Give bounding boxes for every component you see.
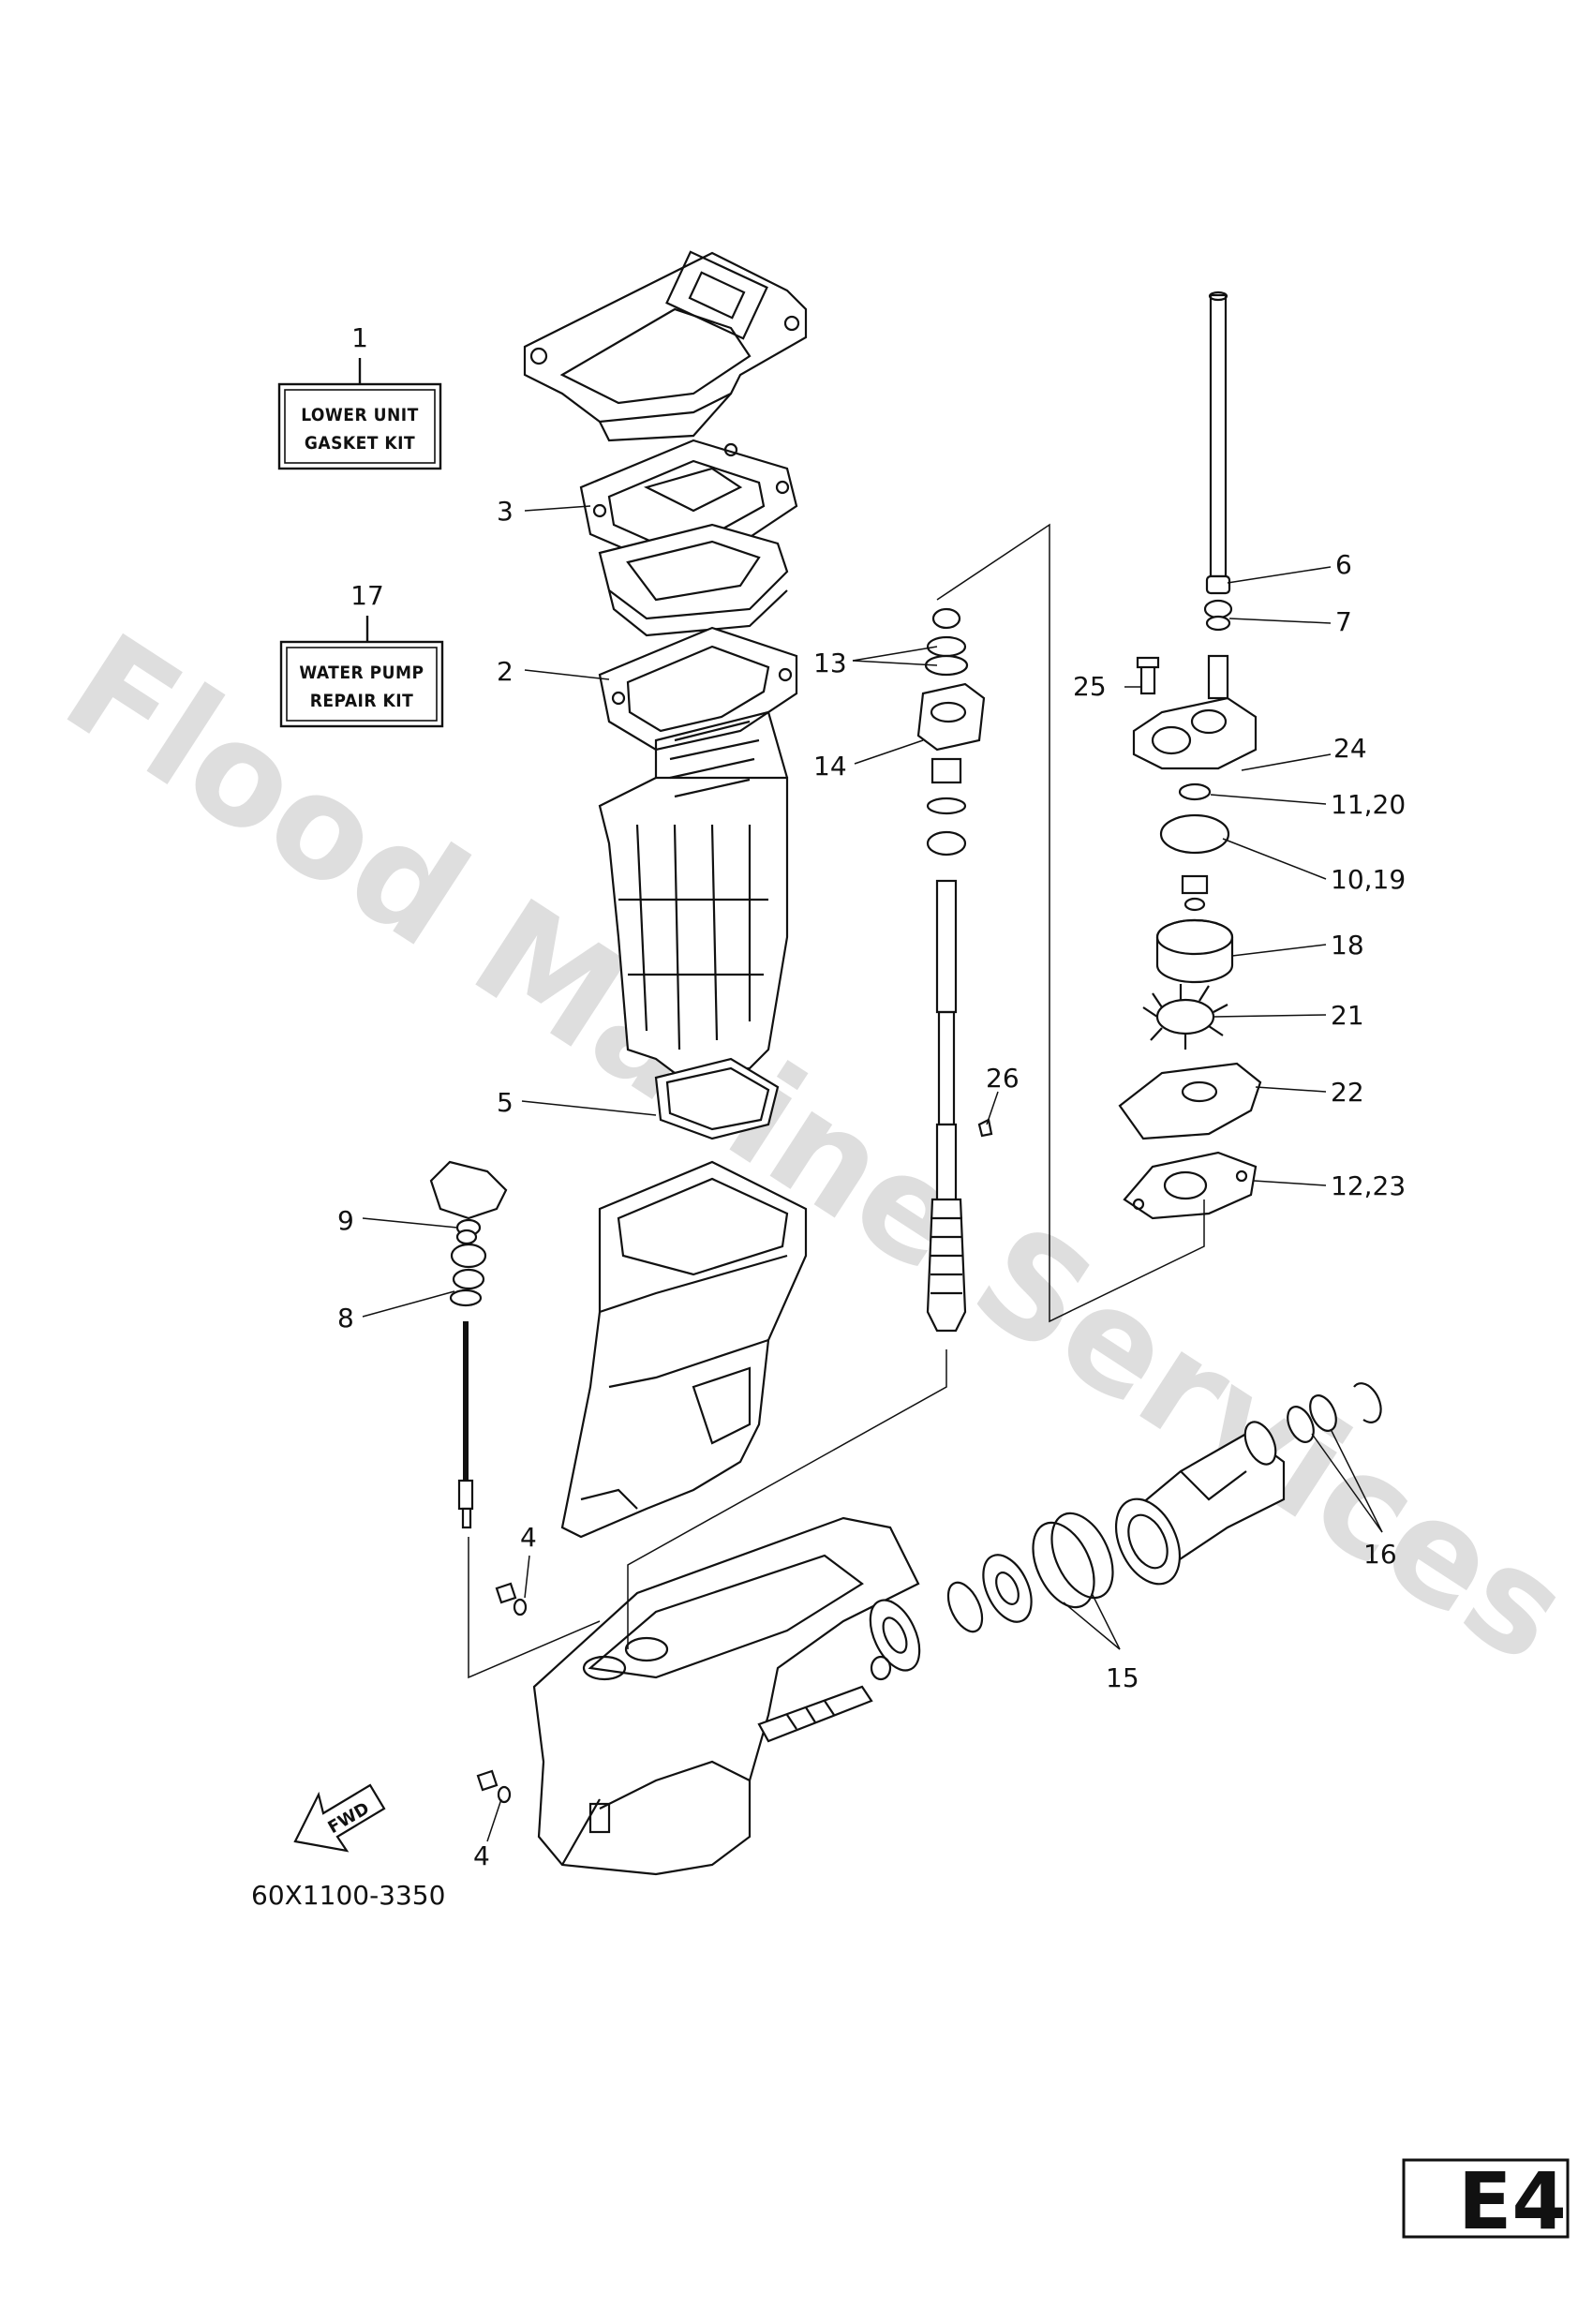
drive-shaft-housing-part	[560, 1160, 808, 1539]
shift-rod-seal-part	[450, 1243, 487, 1290]
kit-number: 1	[351, 322, 368, 353]
callout-14: 14	[813, 751, 847, 782]
forward-gear-part	[869, 1599, 921, 1681]
callout-2: 2	[497, 656, 514, 687]
callout-21: 21	[1331, 1000, 1364, 1031]
callout-4-bottom: 4	[473, 1840, 490, 1871]
callout-5: 5	[497, 1087, 514, 1118]
drive-shaft-part	[926, 879, 967, 1333]
o-ring-part-10-19	[1159, 813, 1230, 855]
callout-12-23: 12,23	[1331, 1170, 1406, 1201]
grommet-part-6	[1205, 574, 1231, 595]
assembly-lines	[468, 523, 1205, 1679]
grommet-part-9	[455, 1229, 478, 1245]
leader-lines	[362, 505, 1383, 1842]
outer-plate-part-22	[1118, 1062, 1262, 1140]
lower-casing-part	[532, 1516, 920, 1876]
callout-10-19: 10,19	[1331, 864, 1406, 895]
page-code-box: E4	[1402, 2155, 1570, 2247]
spacer-plate-part	[598, 523, 789, 637]
kit-box-water-pump-repair: 17 WATER PUMP REPAIR KIT	[279, 580, 444, 728]
callout-24: 24	[1333, 733, 1367, 764]
callout-16: 16	[1363, 1539, 1397, 1570]
pump-housing-part-24	[1132, 654, 1258, 770]
callout-8: 8	[337, 1303, 354, 1333]
bearing-housing-part-14	[916, 682, 986, 857]
kit-label-line2: REPAIR KIT	[310, 691, 414, 711]
o-ring-part-15	[1032, 1512, 1114, 1609]
callout-3: 3	[497, 496, 514, 527]
impeller-part-21	[1142, 984, 1228, 1050]
water-tube-part	[1208, 290, 1228, 578]
oil-seal-part-16	[1243, 1382, 1382, 1466]
gasket-part-2	[598, 626, 798, 752]
callout-9: 9	[337, 1205, 354, 1236]
callout-labels: 3 2 5 9 8 4 4 13 14 26 15 16 6 7 25 24 1…	[337, 496, 1406, 1871]
drain-screw-part-4b	[476, 1769, 512, 1804]
gasket-part-12-23	[1123, 1151, 1258, 1220]
bolt-part-25	[1136, 656, 1160, 695]
drain-screw-part-4a	[495, 1582, 528, 1616]
propeller-shaft-housing-part	[1114, 1432, 1286, 1586]
grommet-part-7	[1203, 599, 1233, 632]
callout-11-20: 11,20	[1331, 789, 1406, 820]
page-code: E4	[1458, 2155, 1567, 2247]
upper-casing-part	[598, 710, 789, 1075]
insert-cartridge-part-18	[1155, 874, 1234, 984]
clip-part-26	[977, 1118, 993, 1138]
callout-22: 22	[1331, 1077, 1364, 1108]
callout-18: 18	[1331, 930, 1364, 961]
diagram-code: 60X1100-3350	[251, 1880, 445, 1911]
kit-number: 17	[350, 580, 384, 611]
callout-25: 25	[1073, 671, 1107, 702]
gasket-part-3	[579, 439, 798, 564]
callout-15: 15	[1106, 1662, 1139, 1693]
callout-4-top: 4	[520, 1522, 537, 1553]
gasket-part-5	[654, 1057, 780, 1140]
forward-direction-arrow: FWD	[293, 1783, 386, 1853]
callout-6: 6	[1335, 549, 1352, 580]
o-ring-part-11-20	[1178, 782, 1212, 801]
callout-7: 7	[1335, 606, 1352, 637]
shift-rod-part	[457, 1321, 474, 1529]
kit-label-line1: WATER PUMP	[299, 663, 424, 683]
shift-rod-bracket-part	[429, 1160, 508, 1237]
kit-label-line1: LOWER UNIT	[301, 405, 419, 425]
upper-casing-top-part	[523, 250, 808, 442]
kit-box-lower-unit-gasket: 1 LOWER UNIT GASKET KIT	[277, 322, 442, 470]
kit-label-line2: GASKET KIT	[305, 433, 415, 454]
bearing-part	[946, 1554, 1033, 1633]
callout-26: 26	[986, 1063, 1020, 1094]
o-ring-part-8	[449, 1289, 483, 1307]
callout-13: 13	[813, 648, 847, 678]
